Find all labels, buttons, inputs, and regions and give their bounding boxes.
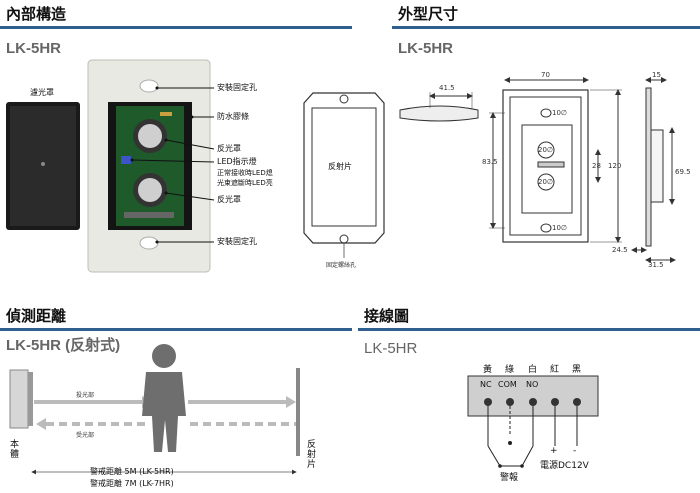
model-detection-mode: (反射式) — [65, 337, 121, 354]
dim-lens-bottom: 20∅ — [538, 178, 554, 186]
wire-color-yellow: 黃 — [483, 365, 493, 375]
internal-callouts — [131, 87, 215, 243]
section-title-detection: 偵測距離 — [6, 307, 67, 325]
model-detection: LK-5HR (反射式) — [6, 334, 120, 355]
dim-120: 120 — [608, 162, 622, 170]
label-mount-hole-bottom: 安裝固定孔 — [217, 237, 257, 246]
label-screw-hole: 固定螺絲孔 — [326, 262, 357, 269]
top-view-drawing — [399, 92, 479, 122]
side-view-drawing — [631, 77, 676, 263]
section-rule-internal — [0, 26, 352, 29]
dim-28: 28 — [592, 162, 601, 170]
label-led-desc-1: 正常接收時LED熄 — [217, 169, 273, 177]
dim-lens-top: 20∅ — [538, 146, 554, 154]
section-rule-outline — [392, 26, 700, 29]
terminal-com: COM — [498, 380, 517, 389]
wiring-diagram-drawing — [467, 375, 599, 468]
label-mount-hole-top: 安裝固定孔 — [217, 83, 257, 92]
dim-41-5: 41.5 — [439, 84, 455, 92]
dim-31-5: 31.5 — [648, 261, 664, 269]
internal-callout-dots — [130, 86, 194, 244]
terminal-no: NO — [526, 380, 539, 389]
label-alarm: 警報 — [500, 473, 519, 483]
label-power: 電源DC12V — [540, 461, 589, 471]
section-title-outline: 外型尺寸 — [398, 5, 459, 23]
label-reflector-bottom: 反光罩 — [217, 195, 241, 204]
label-body: 本體 — [10, 440, 20, 460]
dim-83-5: 83.5 — [482, 158, 498, 166]
dim-hole-top: 10∅ — [552, 109, 568, 117]
detection-diagram-drawing — [9, 344, 300, 475]
label-filter-cover: 濾光罩 — [30, 88, 54, 97]
model-outline: LK-5HR — [398, 40, 453, 57]
label-led: LED指示燈 — [217, 157, 257, 166]
label-reflector-side: 反射片 — [307, 440, 317, 470]
dim-69-5: 69.5 — [675, 168, 691, 176]
terminal-nc: NC — [480, 380, 492, 389]
dim-hole-bottom: 10∅ — [552, 224, 568, 232]
label-led-desc-2: 光束遮斷時LED亮 — [217, 179, 273, 187]
wire-color-white: 白 — [528, 365, 538, 375]
wire-color-green: 綠 — [505, 365, 515, 375]
section-rule-wiring — [358, 328, 700, 331]
power-minus: - — [573, 446, 577, 456]
model-wiring: LK-5HR — [364, 340, 418, 357]
wire-color-black: 黑 — [572, 365, 582, 375]
section-title-internal: 內部構造 — [6, 5, 67, 23]
label-emit: 投光部 — [76, 392, 95, 399]
model-detection-name: LK-5HR — [6, 337, 61, 354]
section-title-wiring: 接線圖 — [364, 307, 410, 325]
model-internal: LK-5HR — [6, 40, 61, 57]
wire-color-red: 紅 — [550, 365, 560, 375]
power-plus: + — [550, 446, 558, 456]
label-waterproof: 防水膠條 — [217, 112, 249, 121]
internal-plate-photo — [87, 59, 211, 273]
reflector-plate-drawing — [303, 92, 385, 258]
label-receive: 受光部 — [76, 432, 95, 439]
dim-24-5: 24.5 — [612, 246, 628, 254]
label-reflector-top: 反光罩 — [217, 144, 241, 153]
dim-70: 70 — [541, 71, 550, 79]
filter-cover-photo — [6, 102, 80, 230]
front-view-drawing — [489, 77, 622, 243]
dim-15: 15 — [652, 71, 661, 79]
label-range-5m: 警戒距離 5M (LK-5HR) — [90, 467, 174, 476]
section-rule-detection — [0, 328, 352, 331]
label-range-7m: 警戒距離 7M (LK-7HR) — [90, 479, 174, 488]
label-reflector-plate: 反射片 — [328, 162, 352, 171]
